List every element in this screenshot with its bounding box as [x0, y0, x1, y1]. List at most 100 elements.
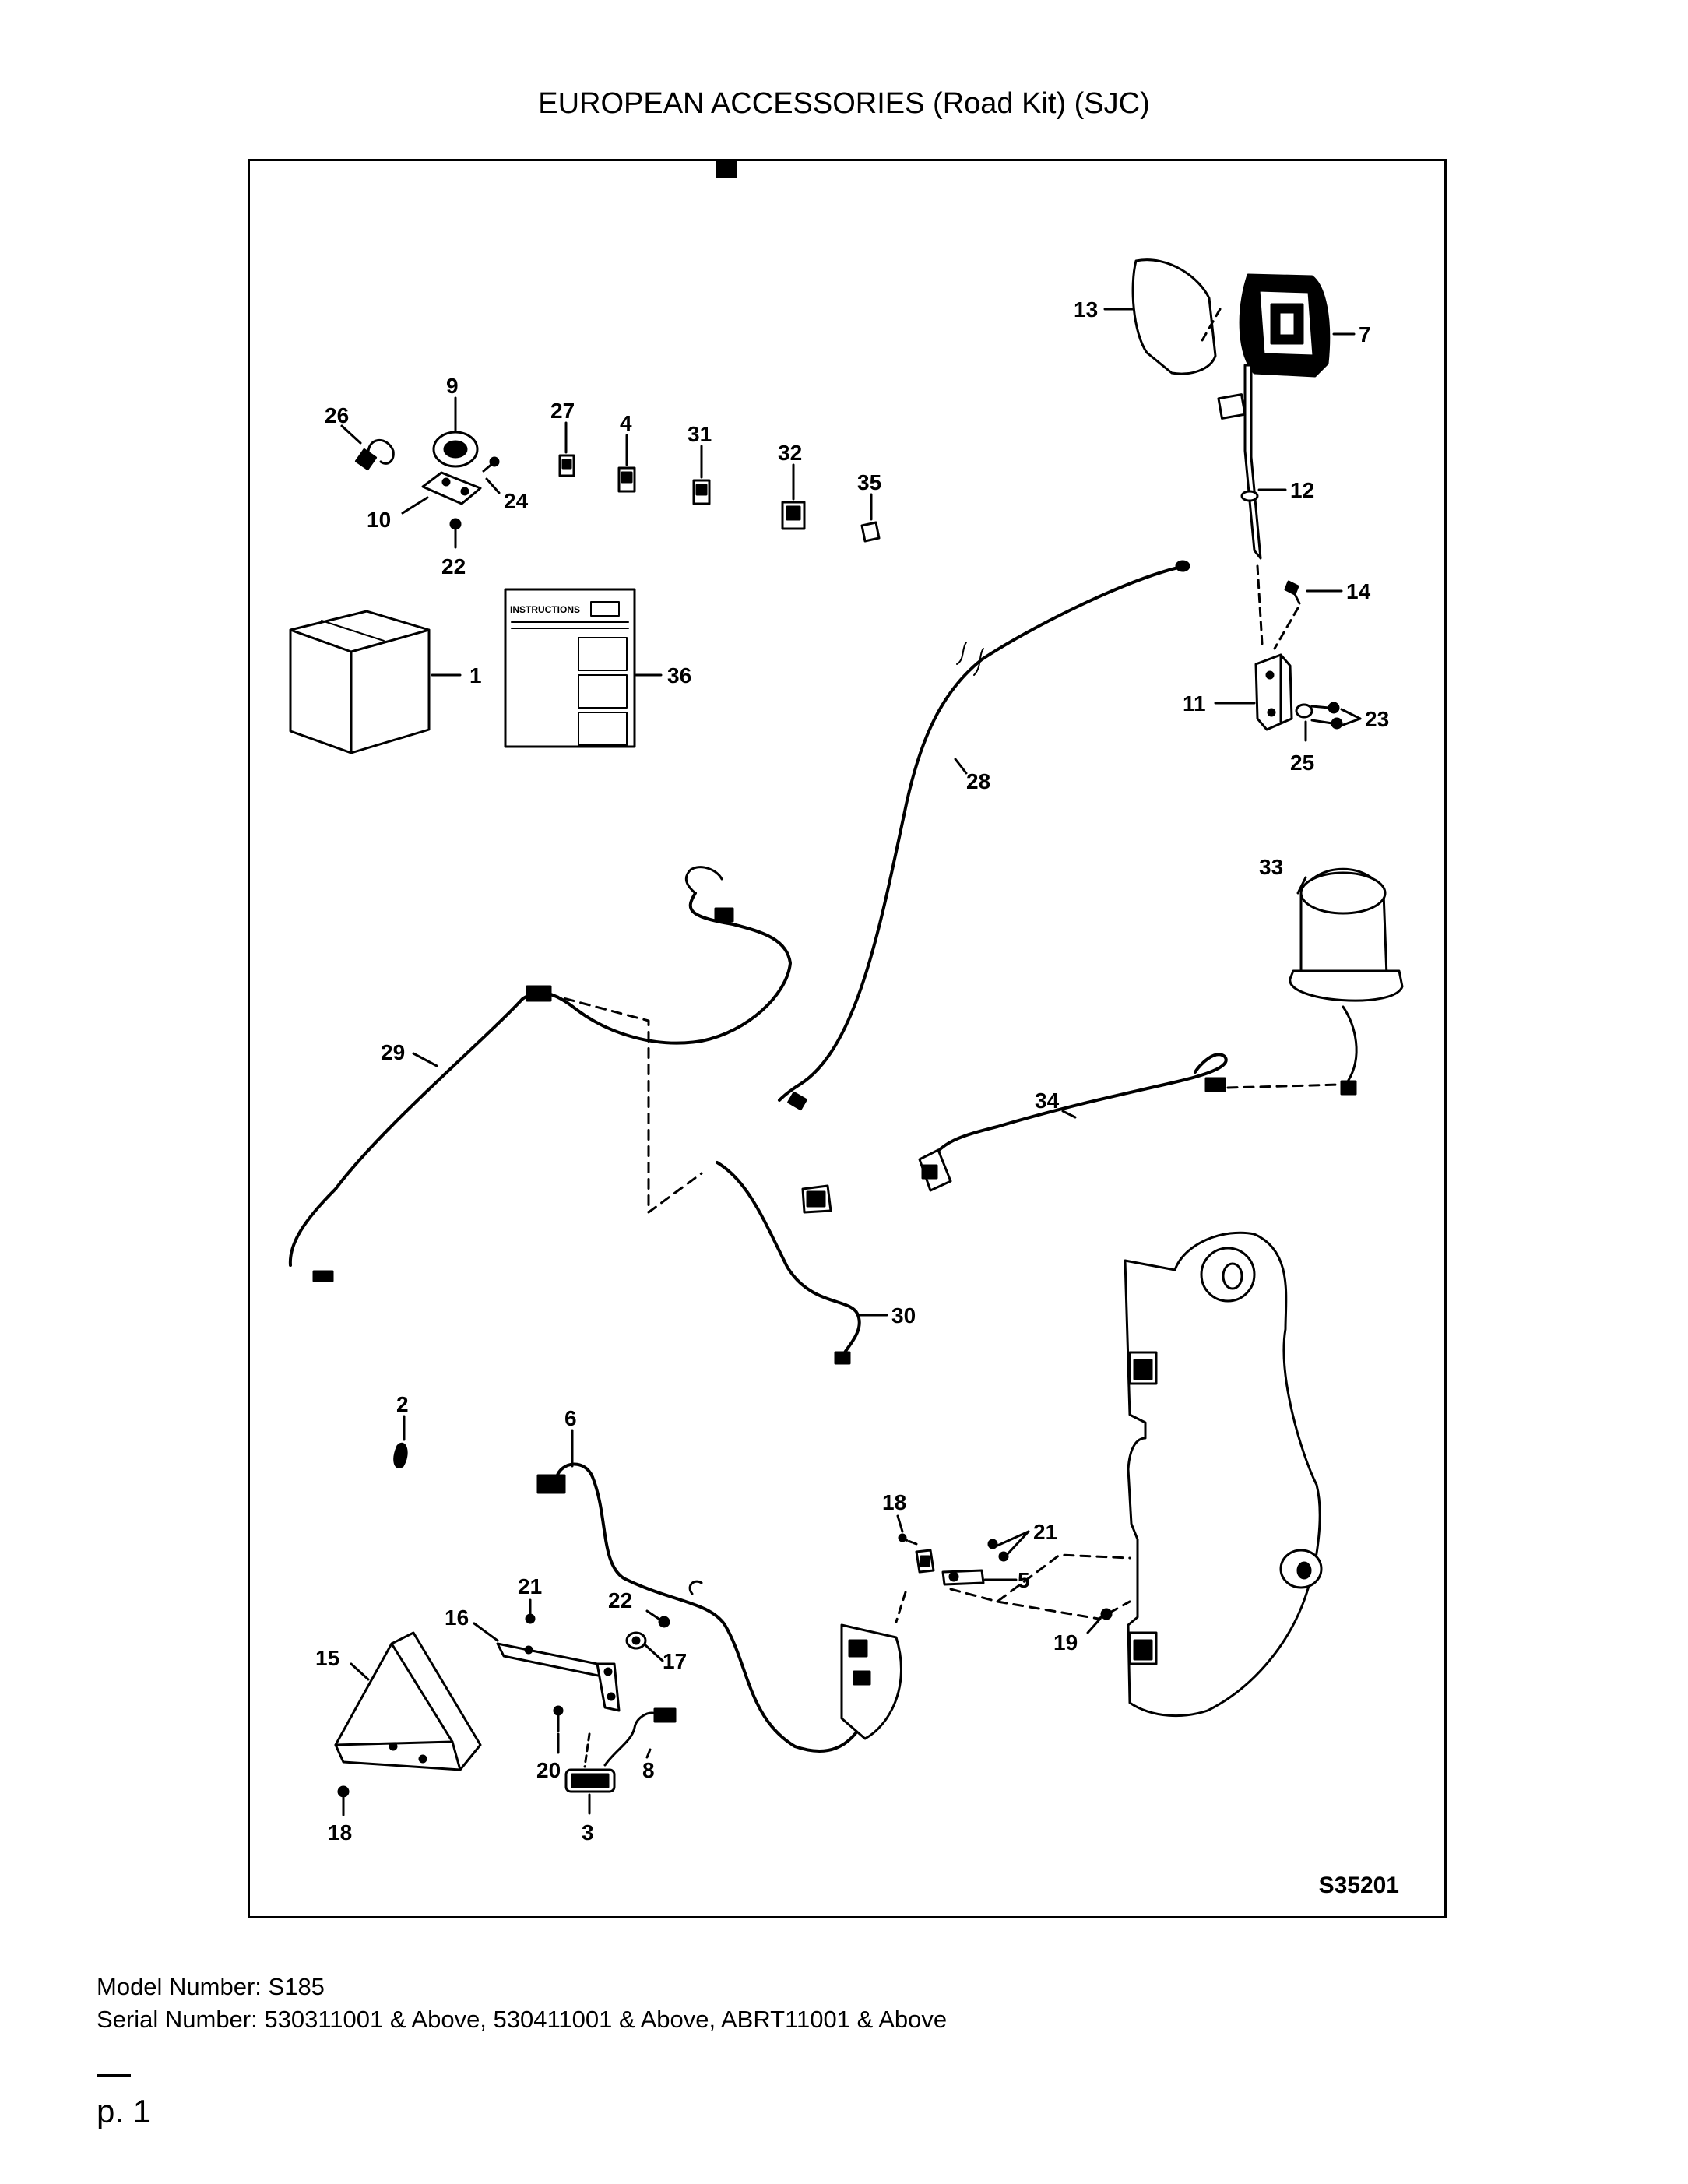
callout-12: 12 [1290, 478, 1314, 502]
part-6-harness [536, 1462, 902, 1753]
dash-29-30 [547, 993, 703, 1214]
callout-19: 19 [1053, 1630, 1078, 1655]
page-number: p. 1 [97, 2093, 152, 2129]
part-29-harness [288, 866, 792, 1282]
callout-29: 29 [381, 1040, 405, 1064]
leader-23b [1342, 717, 1362, 726]
callout-11: 11 [1183, 691, 1206, 716]
leader-22b [645, 1609, 663, 1622]
part-5-bracket [915, 1549, 985, 1586]
callout-20: 20 [536, 1758, 561, 1782]
dash-5-panel-a [949, 1553, 1131, 1603]
callout-18b: 18 [328, 1820, 352, 1845]
leader-34 [1061, 1110, 1077, 1119]
part-1-box [289, 610, 431, 754]
part-22-nut [449, 518, 462, 530]
part-2-clip [393, 1443, 408, 1468]
callout-32: 32 [778, 441, 802, 465]
part-36-instructions [504, 588, 636, 748]
callout-16: 16 [445, 1605, 469, 1630]
callout-18a: 18 [882, 1490, 906, 1514]
part-17-washer-hole [631, 1636, 641, 1645]
callout-4: 4 [620, 411, 632, 435]
part-32-switch [781, 501, 806, 530]
dash-12-11 [1256, 564, 1264, 645]
leader-21a [996, 1530, 1030, 1547]
callout-25: 25 [1290, 751, 1314, 775]
part-26-connector [354, 438, 395, 471]
dash-14-11 [1273, 607, 1299, 650]
leader-28 [954, 758, 968, 775]
dash-34-33 [1226, 1083, 1342, 1089]
callout-13: 13 [1074, 297, 1098, 322]
part-9-horn [432, 431, 479, 468]
diagram-frame: 1 INSTRUCTIONS 36 26 9 [248, 159, 1447, 1918]
callout-23: 23 [1365, 707, 1389, 731]
part-19-screw [1100, 1608, 1113, 1620]
callout-8: 8 [642, 1758, 655, 1782]
part-10-bracket [421, 471, 482, 505]
instructions-label: INSTRUCTIONS [510, 604, 580, 615]
leader-26 [340, 424, 362, 445]
leader-19 [1086, 1617, 1102, 1634]
part-21-nut-b [998, 1551, 1009, 1562]
dash-6-5 [895, 1591, 907, 1623]
part-24-screw [482, 456, 500, 473]
leader-21b [1005, 1530, 1030, 1556]
callout-17: 17 [663, 1649, 687, 1673]
callout-3: 3 [582, 1820, 594, 1845]
leader-18a [896, 1514, 904, 1533]
leader-15 [350, 1662, 370, 1681]
part-20-screw [553, 1705, 564, 1732]
part-12-mirror-arm [1217, 364, 1262, 560]
leader-17 [644, 1644, 664, 1662]
leader-8 [645, 1748, 652, 1759]
part-28-harness [778, 560, 1190, 1111]
part-14-bolt [1284, 580, 1301, 605]
dash-13 [1200, 308, 1222, 343]
part-18-screw-head [898, 1533, 907, 1542]
callout-10: 10 [367, 508, 391, 532]
callout-27: 27 [550, 399, 575, 423]
side-panel [1124, 1231, 1323, 1717]
part-23-screws [1310, 702, 1343, 730]
part-33-beacon [1289, 867, 1404, 1002]
part-22-nut-b [658, 1616, 670, 1628]
callout-28: 28 [966, 769, 990, 793]
part-11-mount-bracket [1254, 653, 1293, 731]
part-4-switch [617, 466, 636, 493]
callout-35: 35 [857, 470, 881, 494]
footer-rule [97, 2074, 131, 2077]
leader-29 [412, 1052, 438, 1067]
part-31-switch [692, 479, 711, 505]
callout-21b: 21 [518, 1574, 542, 1598]
dash-16-3 [583, 1732, 591, 1768]
leader-23a [1340, 708, 1362, 720]
part-25-nut [1295, 703, 1313, 719]
callout-5: 5 [1018, 1568, 1030, 1592]
part-30-harness [716, 161, 861, 1365]
leader-24 [485, 477, 501, 494]
callout-14: 14 [1346, 579, 1371, 603]
callout-6: 6 [564, 1406, 577, 1430]
callout-22a: 22 [441, 554, 466, 579]
part-18-screw-a [902, 1538, 918, 1546]
part-15-warning-triangle [334, 1631, 482, 1771]
serial-number: Serial Number: 530311001 & Above, 530411… [97, 2006, 948, 2033]
parts-diagram: 1 INSTRUCTIONS 36 26 9 [288, 161, 1404, 1845]
callout-36: 36 [667, 663, 691, 688]
callout-33: 33 [1259, 855, 1283, 879]
leader-16 [473, 1622, 499, 1642]
callout-9: 9 [446, 374, 459, 398]
model-number: Model Number: S185 [97, 1973, 325, 2000]
part-13-mirror-glass [1131, 258, 1217, 375]
part-16-bracket [496, 1642, 621, 1712]
callout-24: 24 [504, 489, 529, 513]
callout-21a: 21 [1033, 1520, 1057, 1544]
leader-10 [401, 496, 429, 515]
part-21-nut-c [525, 1613, 536, 1624]
callout-22b: 22 [608, 1588, 632, 1613]
part-21-nut-a [987, 1539, 998, 1549]
callout-7: 7 [1359, 322, 1371, 346]
callout-26: 26 [325, 403, 349, 427]
